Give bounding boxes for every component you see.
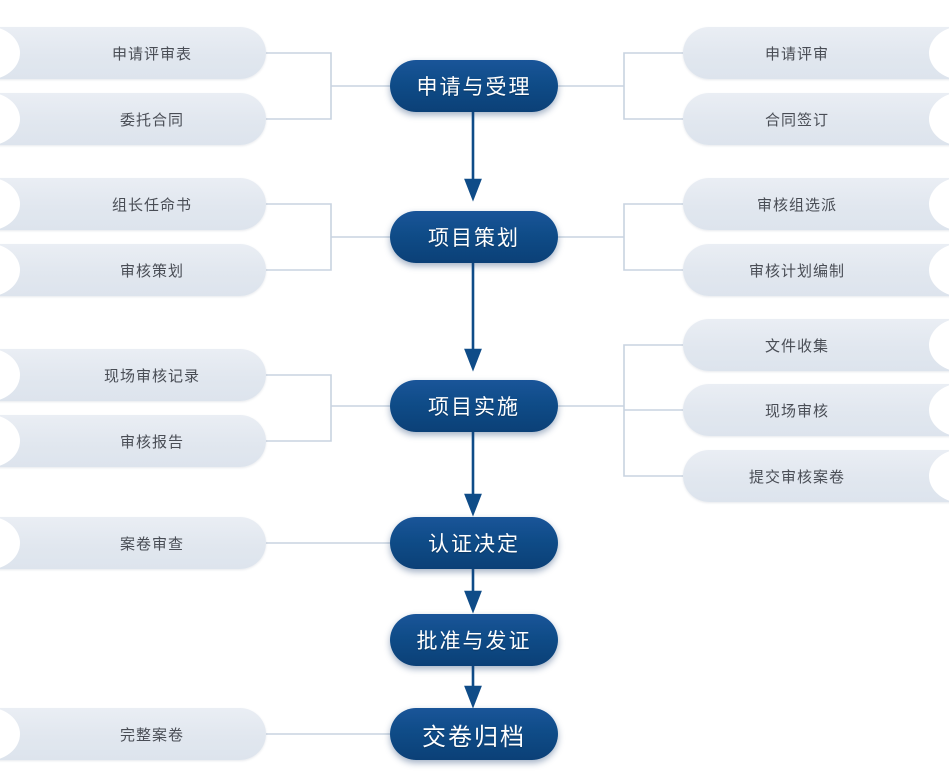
leaf-pill-output[interactable]: 审核组选派 — [683, 177, 949, 231]
stage-node-4[interactable]: 认证决定 — [390, 517, 558, 569]
leaf-pill-label: 审核计划编制 — [748, 261, 845, 280]
stage-node-label: 交卷归档 — [422, 722, 526, 751]
stage-node-label: 项目策划 — [428, 226, 520, 250]
leaf-pill-input[interactable]: 申请评审表 — [0, 26, 266, 80]
leaf-pill-output[interactable]: 合同签订 — [683, 92, 949, 146]
leaf-pill-output[interactable]: 文件收集 — [683, 318, 949, 372]
leaf-pill-label: 审核组选派 — [756, 195, 837, 214]
stage-node-label: 项目实施 — [428, 395, 520, 419]
leaf-pill-label: 案卷审查 — [119, 534, 184, 553]
leaf-pill-output[interactable]: 申请评审 — [683, 26, 949, 80]
leaf-pill-input[interactable]: 审核报告 — [0, 414, 266, 468]
stage-node-label: 认证决定 — [428, 532, 520, 556]
leaf-pill-input[interactable]: 现场审核记录 — [0, 348, 266, 402]
leaf-pill-input[interactable]: 审核策划 — [0, 243, 266, 297]
leaf-pill-label: 现场审核 — [764, 401, 829, 420]
stage-node-2[interactable]: 项目策划 — [390, 211, 558, 263]
leaf-pill-label: 申请评审表 — [111, 44, 192, 63]
stage-node-6[interactable]: 交卷归档 — [390, 708, 558, 760]
leaf-pill-output[interactable]: 现场审核 — [683, 383, 949, 437]
leaf-pill-label: 提交审核案卷 — [748, 467, 845, 486]
leaf-pill-input[interactable]: 完整案卷 — [0, 707, 266, 761]
stage-node-label: 申请与受理 — [416, 75, 532, 99]
leaf-pill-label: 现场审核记录 — [103, 366, 200, 385]
leaf-pill-label: 完整案卷 — [119, 725, 184, 744]
stage-node-1[interactable]: 申请与受理 — [390, 60, 558, 112]
leaf-pill-input[interactable]: 组长任命书 — [0, 177, 266, 231]
stage-node-label: 批准与发证 — [416, 629, 532, 653]
leaf-pill-label: 合同签订 — [764, 110, 829, 129]
leaf-pill-output[interactable]: 审核计划编制 — [683, 243, 949, 297]
stage-node-5[interactable]: 批准与发证 — [390, 614, 558, 666]
stage-node-3[interactable]: 项目实施 — [390, 380, 558, 432]
leaf-pill-label: 文件收集 — [764, 336, 829, 355]
leaf-pill-input[interactable]: 案卷审查 — [0, 516, 266, 570]
leaf-pill-label: 组长任命书 — [111, 195, 192, 214]
leaf-pill-output[interactable]: 提交审核案卷 — [683, 449, 949, 503]
leaf-pill-input[interactable]: 委托合同 — [0, 92, 266, 146]
leaf-pill-label: 审核报告 — [119, 432, 184, 451]
leaf-pill-label: 审核策划 — [119, 261, 184, 280]
leaf-pill-label: 申请评审 — [764, 44, 829, 63]
leaf-pill-label: 委托合同 — [119, 110, 184, 129]
